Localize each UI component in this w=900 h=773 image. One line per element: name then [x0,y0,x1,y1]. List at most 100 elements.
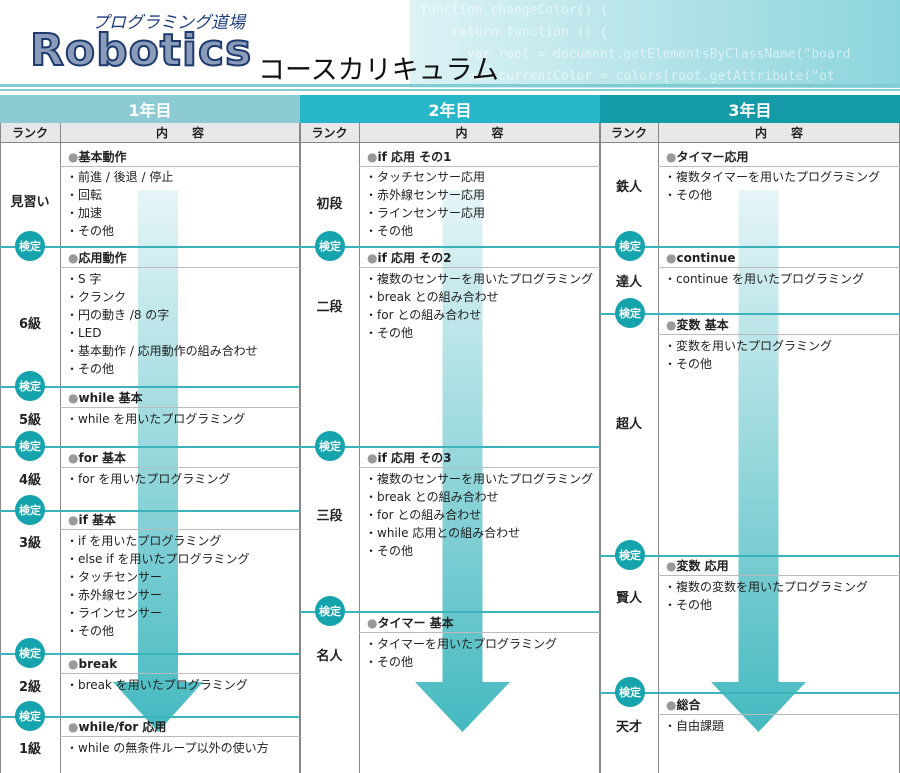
column-divider [0,123,1,773]
kentei-line [0,386,300,388]
list-item: ・タッチセンサー応用 [365,170,486,184]
section-title: if 応用 その2 [377,251,452,265]
rank-label: 二段 [316,300,343,315]
section-title: 変数 応用 [676,559,729,573]
section-divider [60,267,300,268]
section-items: ・前進 / 後退 / 停止・回転・加速・その他 [66,168,173,240]
list-item: ・その他 [664,188,713,202]
column-divider [300,123,301,773]
year-column-1: 1年目ランク内 容●基本動作・前進 / 後退 / 停止・回転・加速・その他●応用… [0,95,300,773]
kentei-line [300,611,600,613]
progress-arrow-shape [113,190,203,732]
section-divider [60,736,300,737]
section-title: タイマー 基本 [377,616,454,630]
bullet-icon: ● [68,451,79,465]
section-divider [658,575,900,576]
rank-label: 5級 [18,413,42,428]
section-items: ・複数のセンサーを用いたプログラミング・break との組み合わせ・for との… [365,470,593,560]
header-rule [0,84,900,87]
curriculum-table: 1年目ランク内 容●基本動作・前進 / 後退 / 停止・回転・加速・その他●応用… [0,95,900,773]
section-title: 総合 [676,698,701,712]
list-item: ・break との組み合わせ [365,290,499,304]
list-item: ・複数の変数を用いたプログラミング [664,580,869,594]
list-item: ・その他 [66,224,115,238]
rank-label: 賢人 [615,591,642,606]
section-items: ・自由課題 [664,717,724,735]
bullet-icon: ● [367,251,378,265]
kentei-badge: 検定 [15,495,45,525]
kentei-line [0,246,300,248]
section-heading: ●break [68,656,117,672]
header-code-watermark: function changeColor() { return function… [420,3,851,84]
list-item: ・ラインセンサー [66,606,163,620]
kentei-badge: 検定 [15,431,45,461]
content-column-header: 内 容 [60,123,300,143]
section-items: ・for を用いたプログラミング [66,470,230,488]
section-items: ・while を用いたプログラミング [66,410,245,428]
list-item: ・continue を用いたプログラミング [664,272,864,286]
kentei-badge: 検定 [15,701,45,731]
rank-label: 2級 [18,680,42,695]
rank-column-header: ランク [0,123,60,143]
list-item: ・複数のセンサーを用いたプログラミング [365,272,594,286]
bullet-icon: ● [68,251,79,265]
progress-arrow-shape [710,190,806,732]
kentei-line [600,555,900,557]
rank-label: 天才 [615,720,642,735]
section-heading: ●タイマー 基本 [367,615,454,631]
section-divider [60,529,300,530]
kentei-badge: 検定 [15,638,45,668]
section-items: ・S 字・クランク・円の動き /8 の字・LED・基本動作 / 応用動作の組み合… [66,270,258,378]
list-item: ・タイマーを用いたプログラミング [365,637,558,651]
rank-label: 超人 [615,417,642,432]
list-item: ・加速 [66,206,103,220]
list-item: ・その他 [365,544,414,558]
bullet-icon: ● [68,720,79,734]
section-divider [658,714,900,715]
kentei-line [600,313,900,315]
list-item: ・その他 [365,224,414,238]
kentei-badge: 検定 [615,540,645,570]
content-column-header: 内 容 [658,123,900,143]
section-heading: ●continue [666,250,735,266]
kentei-badge: 検定 [15,371,45,401]
list-item: ・その他 [66,624,115,638]
section-divider [359,267,600,268]
section-title: if 基本 [78,513,116,527]
robotics-logo: Robotics [29,24,253,77]
list-item: ・クランク [66,290,127,304]
bullet-icon: ● [666,698,677,712]
section-items: ・if を用いたプログラミング・else if を用いたプログラミング・タッチセ… [66,532,250,640]
year-column-3: 3年目ランク内 容●タイマー応用・複数タイマーを用いたプログラミング・その他●c… [600,95,900,773]
list-item: ・自由課題 [664,719,725,733]
section-items: ・while の無条件ループ以外の使い方 [66,739,269,757]
rank-column-header: ランク [300,123,359,143]
section-divider [60,673,300,674]
section-title: if 応用 その3 [377,451,452,465]
section-items: ・変数を用いたプログラミング・その他 [664,337,832,373]
rank-label: 1級 [18,742,42,757]
column-divider [599,123,600,773]
list-item: ・その他 [664,598,713,612]
content-column-header: 内 容 [359,123,600,143]
section-divider [658,267,900,268]
section-title: break [78,657,118,671]
logo-subtitle: プログラミング道場 [92,13,245,33]
list-item: ・for との組み合わせ [365,308,482,322]
section-divider [658,334,900,335]
list-item: ・break を用いたプログラミング [66,678,248,692]
section-divider [60,166,300,167]
section-title: 基本動作 [78,150,127,164]
rank-label: 鉄人 [615,180,642,195]
list-item: ・S 字 [66,272,102,286]
year-header: 1年目 [0,95,300,123]
list-item: ・円の動き /8 の字 [66,308,170,322]
section-title: 応用動作 [78,251,127,265]
progress-arrow [414,190,510,732]
bullet-icon: ● [68,150,79,164]
list-item: ・その他 [365,326,414,340]
list-item: ・for との組み合わせ [365,508,482,522]
section-heading: ●if 基本 [68,512,116,528]
rank-column-header: ランク [600,123,658,143]
kentei-line [0,446,300,448]
